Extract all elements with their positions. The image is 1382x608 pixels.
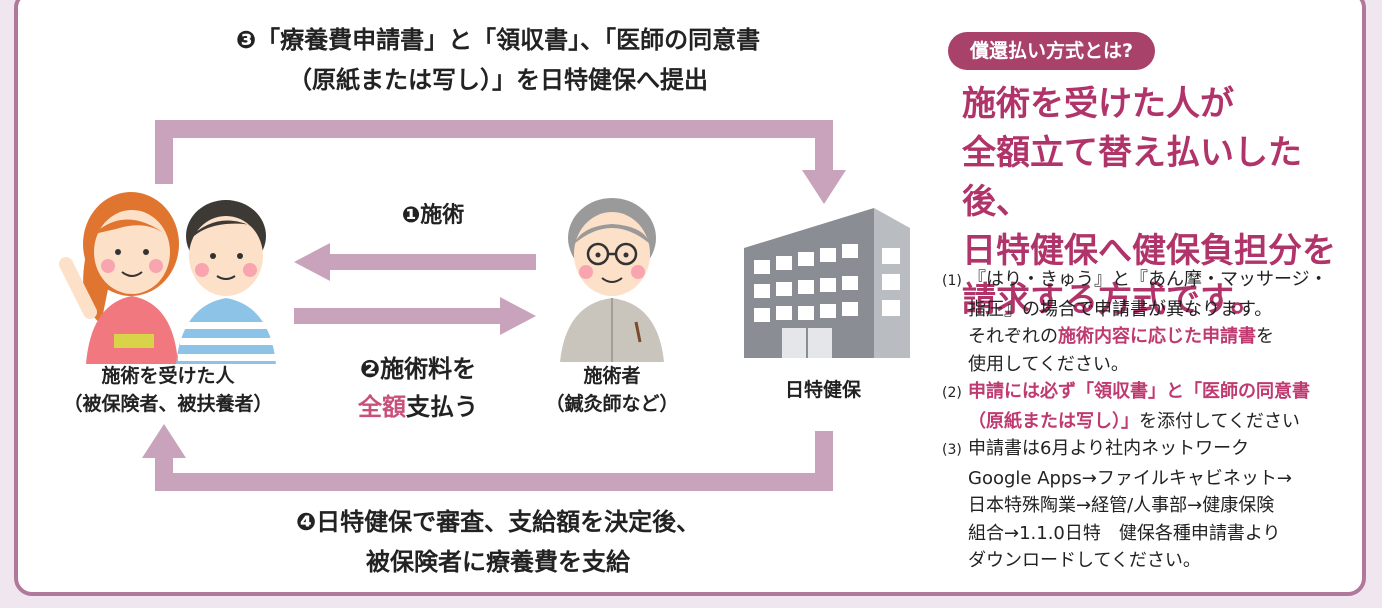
step4-line1: ❹日特健保で審査、支給額を決定後、 xyxy=(295,508,701,536)
step2-rest: 支払う xyxy=(406,393,478,421)
note-1: (1) 『はり・きゅう』と『あん摩・マッサージ・ 指圧』の場合で申請書が異なります… xyxy=(942,266,1358,378)
note-1-c-end: を xyxy=(1256,326,1274,347)
step4-text: ❹日特健保で審査、支給額を決定後、 被保険者に療養費を支給 xyxy=(198,502,798,582)
method-badge: 償還払い方式とは? xyxy=(948,32,1156,70)
note-3: (3) 申請書は6月より社内ネットワーク Google Apps→ファイルキャビネ… xyxy=(942,435,1358,575)
note-2: (2) 申請には必ず「領収書」と「医師の同意書 （原紙または写し）」を添付してくだ… xyxy=(942,378,1358,435)
headline-line3: 日特健保へ健保負担分を xyxy=(962,231,1336,271)
note-1-c-highlight: 施術内容に応じた申請書 xyxy=(1058,326,1256,347)
headline-line1: 施術を受けた人が xyxy=(962,84,1234,124)
main-panel: ❸「療養費申請書」と「領収書」、「医師の同意書 （原紙または写し）」を日特健保へ… xyxy=(14,0,1366,596)
arrow-treatment xyxy=(328,254,536,270)
headline-line4: 請求する方式です。 xyxy=(962,280,1265,320)
note-2-highlight-a: 申請には必ず「領収書」と「医師の同意書 xyxy=(968,381,1310,402)
patients-illustration xyxy=(59,192,276,364)
note-3-text-c: 日本特殊陶業→経管/人事部→健康保険 xyxy=(968,495,1275,516)
note-1-num: (1) xyxy=(942,273,962,289)
step1-label: ❶施術 xyxy=(401,203,465,228)
arrow-submit-head xyxy=(802,170,846,204)
arrow-reimburse xyxy=(155,431,833,491)
practitioner-line2: （鍼灸師など） xyxy=(545,393,679,415)
flow-arrows xyxy=(142,120,846,491)
arrow-payment-head xyxy=(500,297,536,335)
patient-line2: （被保険者、被扶養者） xyxy=(63,393,273,415)
note-1-text-a: 『はり・きゅう』と『あん摩・マッサージ・ xyxy=(968,269,1328,290)
practitioner-illustration xyxy=(560,198,664,362)
step3-text: ❸「療養費申請書」と「領収書」、「医師の同意書 （原紙または写し）」を日特健保へ… xyxy=(158,20,838,100)
step2-label: ❷施術料を 全額支払う xyxy=(318,350,518,426)
note-3-text-e: ダウンロードしてください。 xyxy=(968,550,1201,571)
practitioner-label: 施術者 （鍼灸師など） xyxy=(522,362,702,418)
patient-label: 施術を受けた人 （被保険者、被扶養者） xyxy=(38,362,298,418)
practitioner-line1: 施術者 xyxy=(583,365,641,387)
step3-line2: （原紙または写し）」を日特健保へ提出 xyxy=(288,66,708,94)
method-headline: 施術を受けた人が 全額立て替え払いした後、 日特健保へ健保負担分を 請求する方式… xyxy=(962,80,1362,325)
note-2-num: (2) xyxy=(942,385,962,401)
note-2-highlight-b: （原紙または写し）」 xyxy=(968,410,1139,432)
step4-line2: 被保険者に療養費を支給 xyxy=(366,548,630,576)
insurer-label: 日特健保 xyxy=(784,379,861,401)
note-1-text-b: 指圧』の場合で申請書が異なります。 xyxy=(968,298,1273,320)
step2-highlight: 全額 xyxy=(358,393,406,421)
note-1-text-d: 使用してください。 xyxy=(968,353,1129,375)
arrow-submit xyxy=(155,120,833,184)
arrow-payment xyxy=(294,308,502,324)
note-3-num: (3) xyxy=(942,442,962,458)
headline-line2: 全額立て替え払いした後、 xyxy=(962,133,1302,222)
arrow-treatment-head xyxy=(294,243,330,281)
note-3-text-d: 組合→1.1.0日特 健保各種申請書より xyxy=(968,522,1281,544)
note-1-c-plain: それぞれの xyxy=(968,326,1058,347)
building-icon xyxy=(744,208,910,358)
note-2-end: を添付してください xyxy=(1139,410,1300,432)
step2-line2: 全額支払う xyxy=(318,388,518,426)
notes-list: (1) 『はり・きゅう』と『あん摩・マッサージ・ 指圧』の場合で申請書が異なります… xyxy=(942,266,1358,575)
note-2-text-b: （原紙または写し）」を添付してください xyxy=(942,408,1358,436)
note-1-text-c: それぞれの施術内容に応じた申請書を xyxy=(942,323,1358,351)
step2-line1: ❷施術料を xyxy=(359,355,477,383)
patient-line1: 施術を受けた人 xyxy=(101,365,235,387)
note-3-text-b: Google Apps→ファイルキャビネット→ xyxy=(968,467,1292,489)
arrow-reimburse-head xyxy=(142,424,186,458)
step3-line1: ❸「療養費申請書」と「領収書」、「医師の同意書 xyxy=(235,26,761,54)
note-3-text-a: 申請書は6月より社内ネットワーク xyxy=(968,438,1250,459)
